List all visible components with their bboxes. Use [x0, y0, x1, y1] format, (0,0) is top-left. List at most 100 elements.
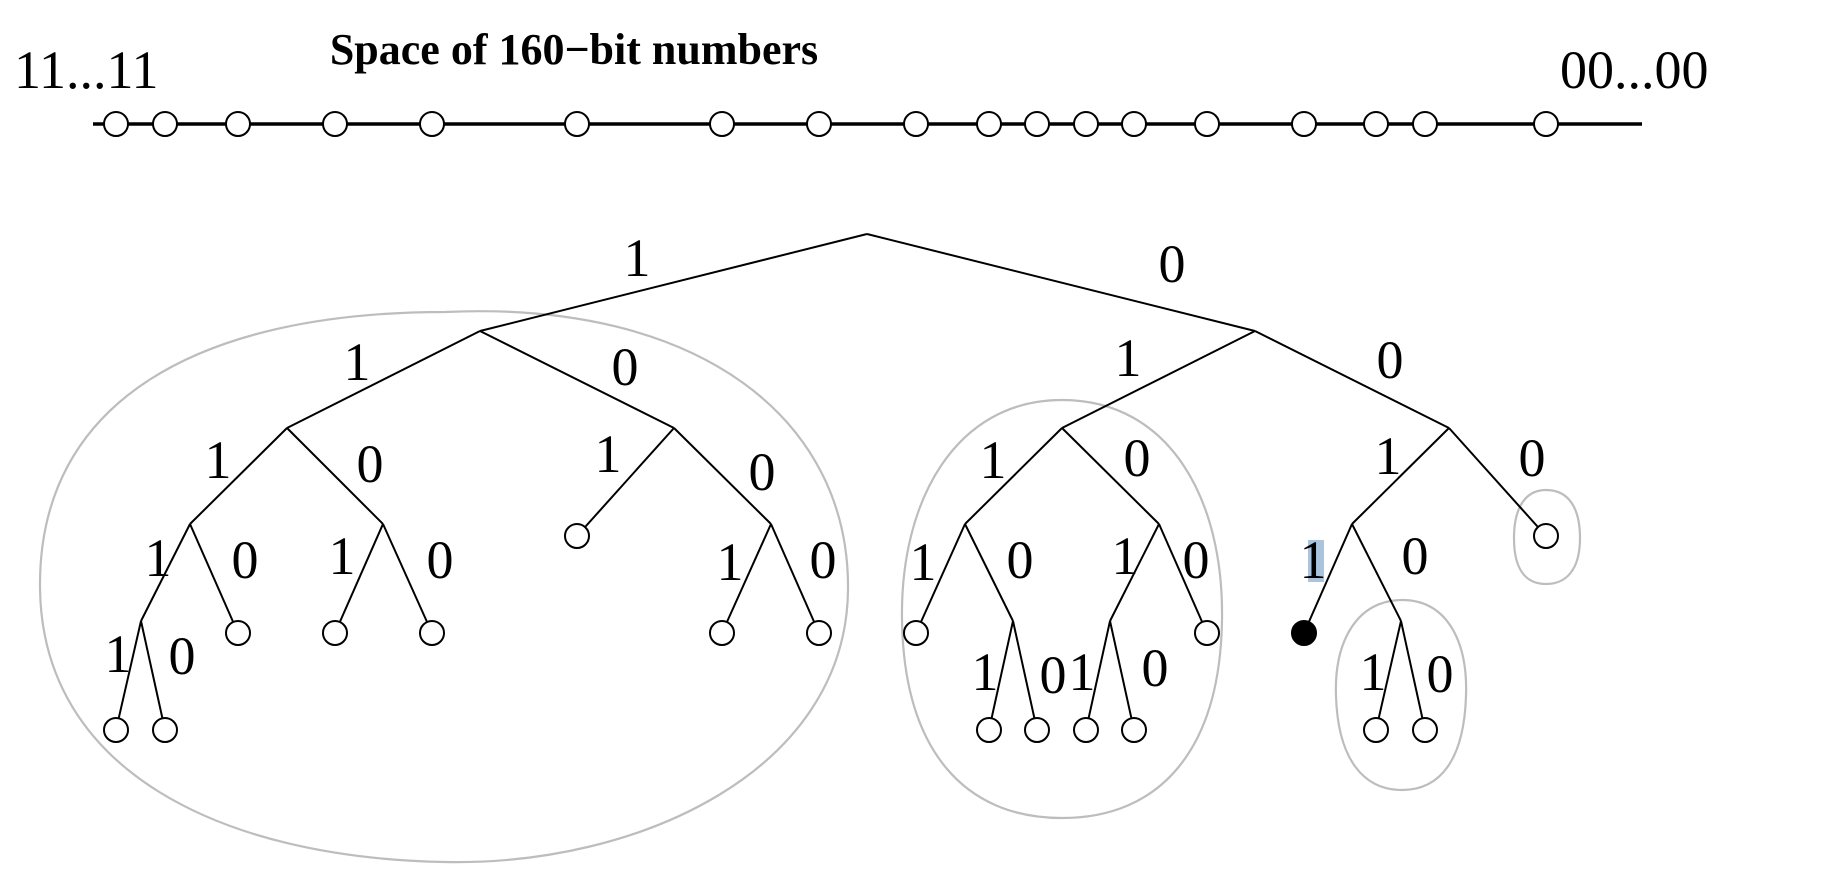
number-line-node — [103, 111, 129, 137]
edge-label-one: 1 — [595, 424, 622, 484]
edge-label-zero: 0 — [1183, 530, 1210, 590]
tree-edge-one — [1061, 330, 1256, 429]
tree-edge-zero — [770, 523, 820, 634]
edge-label-zero: 0 — [427, 530, 454, 590]
tree-edge-zero — [1012, 620, 1038, 731]
tree-leaf-node — [103, 717, 129, 743]
number-line-node — [806, 111, 832, 137]
tree-edge-one — [721, 523, 772, 634]
tree-leaf-node — [1024, 717, 1050, 743]
tree-edge-zero — [1448, 427, 1547, 537]
number-line-nodes — [103, 111, 1559, 137]
tree-edge-one — [115, 620, 142, 731]
tree-leaf-node — [709, 620, 735, 646]
group-outline-large — [38, 310, 850, 864]
tree-leaf-node — [903, 620, 929, 646]
tree-edge-one — [479, 233, 868, 332]
number-line-node — [1073, 111, 1099, 137]
edge-label-zero: 0 — [1159, 234, 1186, 294]
number-line-node — [1291, 111, 1317, 137]
tree-edge-one — [915, 523, 966, 634]
edge-label-zero: 0 — [1519, 428, 1546, 488]
tree-leaf-node — [1073, 717, 1099, 743]
selection-highlight — [1308, 540, 1324, 582]
right-end-label: 00...00 — [1560, 40, 1709, 100]
edge-label-zero: 0 — [749, 442, 776, 502]
tree-leaf-node — [322, 620, 348, 646]
edge-label-one: 1 — [972, 642, 999, 702]
tree-edge-one — [189, 427, 288, 525]
tree-leaf-node — [1533, 523, 1559, 549]
tree-edge-zero — [479, 330, 675, 429]
tree-leaf-node — [1121, 717, 1147, 743]
number-line-node — [225, 111, 251, 137]
tree-leaf-node — [225, 620, 251, 646]
group-outline-single — [1512, 488, 1582, 586]
edge-label-zero: 0 — [612, 337, 639, 397]
tree-edge-one — [140, 523, 191, 622]
number-line-node — [1363, 111, 1389, 137]
number-line-node — [419, 111, 445, 137]
number-line-node — [152, 111, 178, 137]
tree-edge-zero — [964, 523, 1014, 622]
tree-leaf-nodes — [103, 523, 1559, 743]
edge-label-one: 1 — [329, 526, 356, 586]
edge-label-one: 1 — [145, 528, 172, 588]
diagram-title: Space of 160−bit numbers — [330, 25, 818, 74]
tree-edge-zero — [1400, 620, 1426, 731]
tree-edge-zero — [1109, 620, 1135, 731]
tree-leaf-node — [976, 717, 1002, 743]
tree-leaf-node — [419, 620, 445, 646]
tree-edge-one — [334, 523, 384, 634]
number-line-node — [1533, 111, 1559, 137]
tree-edge-one — [988, 620, 1014, 731]
number-line-node — [976, 111, 1002, 137]
own-node-filled — [1291, 620, 1317, 646]
edge-label-zero: 0 — [1402, 526, 1429, 586]
edge-label-one: 1 — [205, 430, 232, 490]
edge-label-zero: 0 — [357, 434, 384, 494]
tree-edge-zero — [189, 523, 239, 634]
edge-label-zero: 0 — [1427, 644, 1454, 704]
tree-leaf-node — [152, 717, 178, 743]
subtree-groups — [38, 310, 1582, 864]
tree-edge-zero — [286, 427, 384, 525]
tree-edge-one — [1351, 427, 1450, 525]
number-line-node — [1024, 111, 1050, 137]
tree-leaf-node — [806, 620, 832, 646]
number-line-node — [1194, 111, 1220, 137]
edge-label-zero: 0 — [1142, 638, 1169, 698]
edge-label-one: 1 — [1375, 426, 1402, 486]
tree-edge-zero — [140, 620, 166, 731]
edge-label-zero: 0 — [1377, 330, 1404, 390]
group-outline-small — [1334, 598, 1468, 792]
edge-label-one: 1 — [717, 532, 744, 592]
tree-edge-one — [286, 330, 481, 429]
number-line-node — [564, 111, 590, 137]
edge-label-one: 1 — [1360, 642, 1387, 702]
tree-edge-one — [1375, 620, 1402, 731]
edge-label-one: 1 — [1112, 526, 1139, 586]
edge-label-one: 1 — [910, 532, 937, 592]
tree-edge-one — [1085, 620, 1111, 731]
edge-label-one: 1 — [980, 430, 1007, 490]
left-end-label: 11...11 — [14, 40, 159, 100]
tree-edge-zero — [1061, 427, 1160, 525]
tree-edge-one — [1109, 523, 1160, 622]
tree-edge-zero — [1351, 523, 1402, 622]
edge-label-one: 1 — [344, 332, 371, 392]
number-line-node — [1121, 111, 1147, 137]
tree-leaf-node — [1363, 717, 1389, 743]
edge-label-zero: 0 — [232, 530, 259, 590]
number-line-node — [903, 111, 929, 137]
tree-leaf-node — [564, 523, 590, 549]
edge-label-one: 1 — [1069, 642, 1096, 702]
edge-label-zero: 0 — [169, 626, 196, 686]
edge-label-one: 1 — [624, 228, 651, 288]
tree-leaf-node — [1412, 717, 1438, 743]
edge-label-zero: 0 — [810, 530, 837, 590]
number-line-node — [709, 111, 735, 137]
tree-leaf-node — [1194, 620, 1220, 646]
